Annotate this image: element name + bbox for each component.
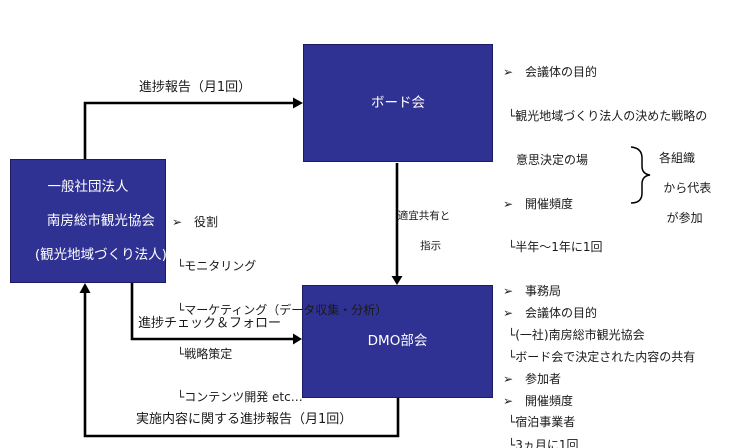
list-item: 意思決定の場 <box>516 152 589 167</box>
org-line3: (観光地域づくり法人) <box>34 246 167 263</box>
arrow-label-check-follow: 進捗チェック＆フォロー <box>138 316 282 331</box>
list-item: └ボード会で決定された内容の共有 <box>508 349 696 364</box>
org-box: 一般社団法人 南房総市観光協会 (観光地域づくり法人) <box>9 159 167 283</box>
arrow-label-implementation-report: 実施内容に関する進捗報告（月1回） <box>136 412 353 427</box>
dmo-box-label: DMO部会 <box>367 333 428 349</box>
board-box: ボード会 <box>303 44 493 162</box>
brace-note-line3: が参加 <box>666 211 703 225</box>
group-brace-icon <box>630 146 651 204</box>
list-item: └戦略策定 <box>177 346 233 361</box>
dmo-notes-list: ➢ 会議体の目的 └ボード会で決定された内容の共有 ➢ 開催頻度 └3ヵ月に1回… <box>503 277 695 448</box>
org-line1: 一般社団法人 <box>47 178 129 195</box>
arrow-org-to-board <box>83 101 293 160</box>
list-item: └3ヵ月に1回 <box>508 437 579 448</box>
share-instruct-line2: 指示 <box>420 240 442 252</box>
list-item: ➢ 会議体の目的 <box>503 306 598 321</box>
brace-note-line2: から代表 <box>663 181 712 195</box>
list-item: └宿泊事業者 <box>508 415 576 430</box>
list-item: ➢ 事務局 <box>503 284 562 299</box>
list-item: ➢ 役割 <box>172 215 219 230</box>
brace-note-line1: 各組織 <box>658 151 695 165</box>
brace-note: 各組織 から代表 が参加 <box>648 151 711 226</box>
list-item: └マーケティング（データ収集・分析） <box>177 302 388 317</box>
list-item: ➢ 開催頻度 <box>503 393 574 408</box>
arrow-label-progress-report: 進捗報告（月1回） <box>138 80 252 95</box>
org-roles-list: ➢ 役割 └モニタリング └マーケティング（データ収集・分析） └戦略策定 └コ… <box>172 186 387 434</box>
list-item: └(一社)南房総市観光協会 <box>508 327 645 342</box>
list-item: └コンテンツ開発 etc… <box>177 390 303 405</box>
list-item: └観光地域づくり法人の決めた戦略の <box>508 108 708 123</box>
arrowhead-dmo-to-org <box>79 283 91 293</box>
share-instruct-line1: 適宜共有と <box>397 210 451 222</box>
arrow-dmo-to-org <box>83 292 400 438</box>
arrowhead-board-to-dmo <box>391 276 403 285</box>
board-box-label: ボード会 <box>371 94 425 111</box>
arrowhead-org-to-dmo <box>293 333 302 345</box>
arrow-org-to-dmo <box>130 283 293 341</box>
org-box-label: 一般社団法人 南房総市観光協会 (観光地域づくり法人) <box>9 179 167 264</box>
board-notes-list: ➢ 会議体の目的 └観光地域づくり法人の決めた戦略の 意思決定の場 ➢ 開催頻度… <box>503 36 707 448</box>
list-item: └半年～1年に1回 <box>508 240 603 255</box>
org-line2: 南房総市観光協会 <box>46 212 155 229</box>
list-item: ➢ 参加者 <box>503 371 562 386</box>
arrow-label-share-instruct: 適宜共有と 指示 <box>396 209 452 254</box>
arrowhead-org-to-board <box>293 97 303 109</box>
list-item: ➢ 会議体の目的 <box>503 65 598 80</box>
list-item: ➢ 開催頻度 <box>503 196 574 211</box>
list-item: └モニタリング <box>177 258 257 273</box>
dmo-box: DMO部会 <box>302 285 493 398</box>
